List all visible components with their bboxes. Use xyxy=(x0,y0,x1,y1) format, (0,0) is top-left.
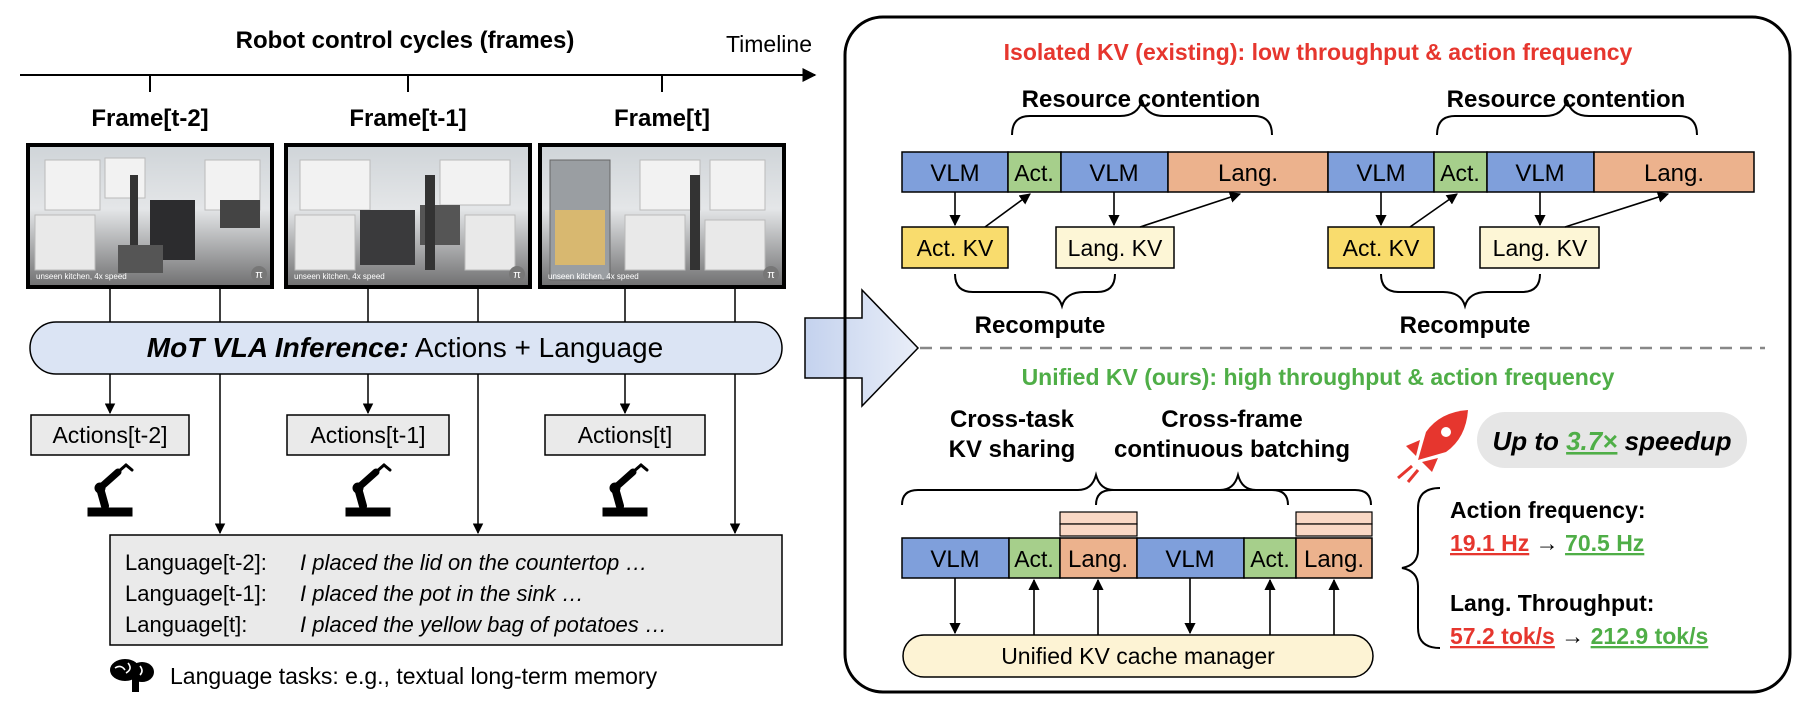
inference-connectors xyxy=(104,374,741,535)
actions-box xyxy=(544,414,706,456)
svg-text:Act.: Act. xyxy=(1440,160,1480,186)
language-tasks-caption: Language tasks: e.g., textual long-term … xyxy=(170,663,658,689)
svg-text:Act.: Act. xyxy=(1014,546,1054,572)
frame-caption: unseen kitchen, 4x speed xyxy=(36,272,127,281)
svg-text:VLM: VLM xyxy=(1089,160,1138,187)
svg-text:VLM: VLM xyxy=(930,160,979,187)
svg-text:VLM: VLM xyxy=(1515,160,1564,187)
batched-lang-layers xyxy=(1059,511,1373,537)
svg-text:Lang.: Lang. xyxy=(1068,546,1128,573)
frame-label: Frame[t] xyxy=(614,105,710,132)
inference-bar xyxy=(29,321,783,375)
robot-arm-icon xyxy=(87,463,134,517)
act-kv-box xyxy=(1327,226,1435,269)
pi-logo: π xyxy=(767,269,775,281)
speedup-label: Up to 3.7× speedup xyxy=(1492,426,1731,456)
robot-arm-icon xyxy=(602,463,649,517)
inference-label: MoT VLA Inference: Actions + Language xyxy=(147,332,663,363)
contention-label: Resource contention xyxy=(1022,86,1261,113)
frame-image-t: unseen kitchen, 4x speed π xyxy=(538,143,786,289)
frame-label: Frame[t-2] xyxy=(91,105,208,132)
contention-label: Resource contention xyxy=(1447,86,1686,113)
svg-text:Act.: Act. xyxy=(1250,546,1290,572)
act-kv-label: Act. KV xyxy=(1343,235,1420,261)
isolated-pipeline-2: VLM Act. VLM Lang. xyxy=(1327,151,1755,193)
language-box xyxy=(109,534,783,646)
frame-image-t-2: unseen kitchen, 4x speed π xyxy=(26,143,274,289)
frame-label: Frame[t-1] xyxy=(349,105,466,132)
language-line: Language[t-1]:I placed the pot in the si… xyxy=(125,581,584,606)
lang-kv-box xyxy=(1479,226,1600,269)
actions-label: Actions[t-1] xyxy=(310,422,425,448)
speedup-badge xyxy=(1477,412,1747,468)
act-kv-box xyxy=(901,226,1009,269)
contention-brace xyxy=(1436,99,1698,136)
metric-value: 57.2 tok/s → 212.9 tok/s xyxy=(1450,623,1708,649)
kv-cache-manager xyxy=(902,634,1374,678)
manager-arrows xyxy=(949,578,1340,635)
timeline-title: Robot control cycles (frames) xyxy=(236,27,575,54)
recompute-label: Recompute xyxy=(975,312,1106,339)
actions-label: Actions[t-2] xyxy=(52,422,167,448)
metrics-brace xyxy=(1401,487,1441,649)
unified-pipeline: VLM Act. Lang. VLM Act. Lang. xyxy=(901,537,1373,579)
timeline-label: Timeline xyxy=(726,31,812,57)
cross-frame-brace xyxy=(1095,471,1372,506)
metric-value: 19.1 Hz → 70.5 Hz xyxy=(1450,530,1644,556)
unified-title: Unified KV (ours): high throughput & act… xyxy=(1022,364,1615,390)
svg-text:VLM: VLM xyxy=(1165,546,1214,573)
svg-text:Lang.: Lang. xyxy=(1218,160,1278,187)
cross-task-brace xyxy=(901,471,1289,506)
actions-box xyxy=(286,414,450,456)
kv-arrows xyxy=(949,191,1670,228)
transition-arrow xyxy=(804,288,920,408)
act-kv-label: Act. KV xyxy=(917,235,994,261)
brain-icon xyxy=(110,659,154,692)
metric-label: Action frequency: xyxy=(1450,497,1646,523)
pi-logo: π xyxy=(513,269,521,281)
comparison-panel xyxy=(843,15,1792,694)
recompute-label: Recompute xyxy=(1400,312,1531,339)
svg-text:Act.: Act. xyxy=(1014,160,1054,186)
actions-label: Actions[t] xyxy=(578,422,673,448)
frame-caption: unseen kitchen, 4x speed xyxy=(548,272,639,281)
svg-text:Lang.: Lang. xyxy=(1644,160,1704,187)
frame-connectors xyxy=(109,289,736,322)
lang-kv-label: Lang. KV xyxy=(1068,235,1163,261)
lang-kv-label: Lang. KV xyxy=(1493,235,1588,261)
isolated-title: Isolated KV (existing): low throughput &… xyxy=(1004,39,1633,65)
recompute-brace xyxy=(954,273,1116,310)
metric-label: Lang. Throughput: xyxy=(1450,590,1654,616)
frame-caption: unseen kitchen, 4x speed xyxy=(294,272,385,281)
frame-image-t-1: unseen kitchen, 4x speed π xyxy=(284,143,532,289)
svg-text:Lang.: Lang. xyxy=(1304,546,1364,573)
pi-logo: π xyxy=(255,269,263,281)
isolated-pipeline-1: VLM Act. VLM Lang. xyxy=(901,151,1329,193)
language-line: Language[t-2]:I placed the lid on the co… xyxy=(125,550,647,575)
contention-brace xyxy=(1011,99,1273,136)
lang-kv-box xyxy=(1055,226,1175,269)
recompute-brace xyxy=(1380,273,1541,310)
robot-arm-icon xyxy=(345,463,392,517)
language-line: Language[t]:I placed the yellow bag of p… xyxy=(125,612,667,637)
kv-cache-manager-label: Unified KV cache manager xyxy=(1001,643,1275,669)
svg-text:VLM: VLM xyxy=(930,546,979,573)
svg-text:VLM: VLM xyxy=(1356,160,1405,187)
actions-box xyxy=(30,414,190,456)
rocket-icon xyxy=(1397,410,1468,483)
